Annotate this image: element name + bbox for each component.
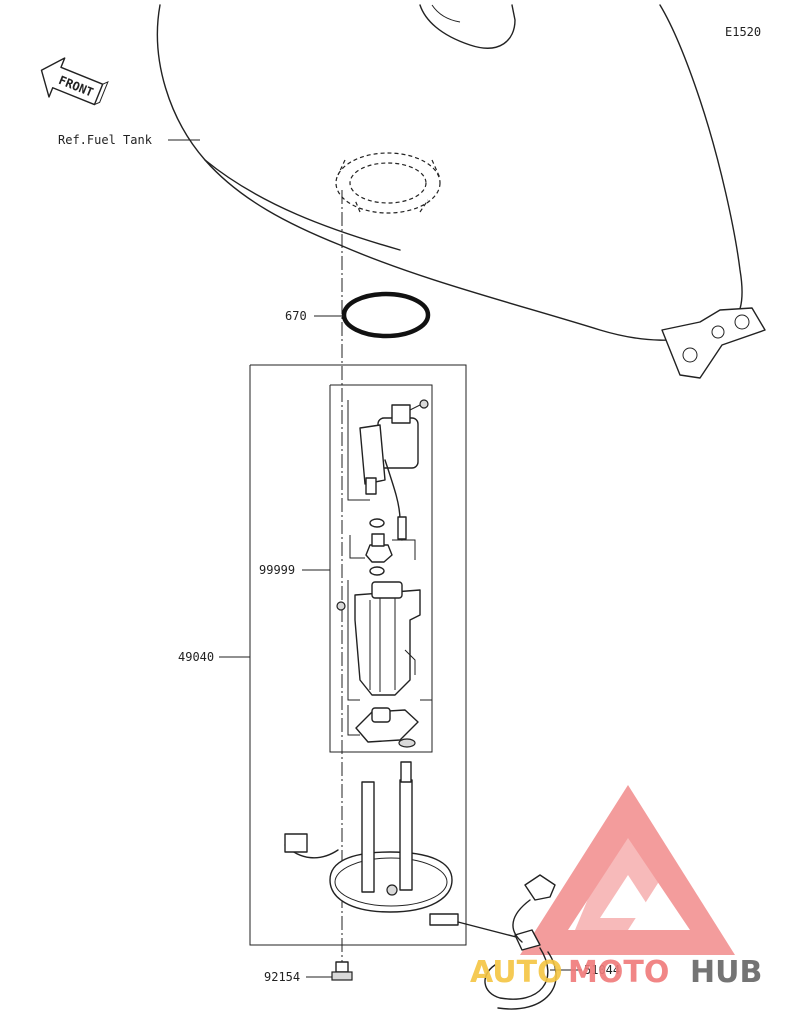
watermark-part1: AUTO: [470, 955, 563, 990]
watermark-text: AUTO MOTO HUB: [470, 955, 762, 990]
diagram-code: E1520: [725, 25, 761, 39]
part-label-670: 670: [285, 309, 307, 323]
watermark-logo: [520, 785, 735, 955]
pump-flange-base: [284, 761, 459, 926]
ref-fuel-tank-label: Ref.Fuel Tank: [58, 133, 153, 147]
small-o-ring-lower: [369, 566, 385, 576]
small-o-ring: [369, 518, 385, 528]
part-label-51044: 51044: [584, 963, 620, 977]
fuel-hose: [457, 874, 557, 1010]
bolt-icon: [331, 961, 353, 981]
leader-lines: [168, 139, 582, 978]
pump-assembly-bracket: [249, 364, 467, 946]
watermark-part3: HUB: [690, 955, 762, 990]
fuel-connector: [349, 533, 416, 563]
part-label-49040: 49040: [178, 650, 214, 664]
pressure-regulator: [347, 399, 429, 541]
fuel-pump-body: [336, 580, 433, 701]
gasket-o-ring: [341, 291, 431, 339]
fuel-filter: [347, 705, 433, 748]
pump-kit-bracket: [329, 384, 433, 753]
front-arrow-icon: FRONT: [40, 57, 109, 106]
fuel-tank-outline: [156, 4, 766, 379]
part-label-92154: 92154: [264, 970, 300, 984]
part-label-99999: 99999: [259, 563, 295, 577]
watermark-part2: MOTO: [568, 955, 669, 990]
